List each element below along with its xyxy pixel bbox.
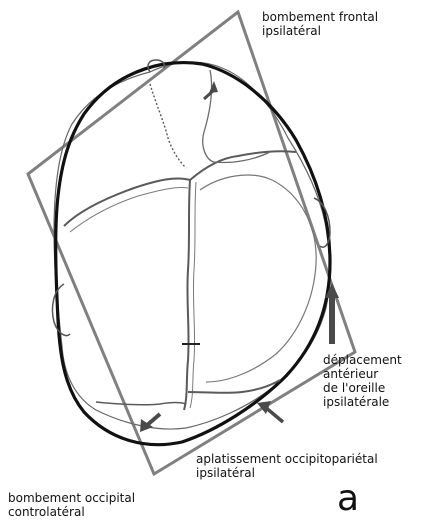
coronal-suture [64, 151, 296, 226]
sagittal-suture-inner [190, 182, 196, 408]
frontal-bulge-label: bombement frontal ipsilatéral [262, 10, 378, 38]
right-plate-edge [200, 175, 316, 382]
metopic-suture [150, 84, 186, 168]
ear-displacement-label: déplacement antérieur de l'oreille ipsil… [323, 353, 402, 409]
panel-letter: a [337, 479, 359, 519]
sagittal-suture [184, 180, 190, 410]
left-ear-sketch [52, 284, 70, 336]
occipital-bulge-arrow [140, 414, 160, 432]
coronal-suture-inner [70, 187, 188, 232]
lambdoid-suture [188, 380, 280, 393]
occipital-bulge-label: bombement occipital controlatéral [8, 491, 135, 519]
occipitoparietal-flattening-label: aplatissement occipitopariétal ipsilatér… [196, 452, 378, 480]
lower-suture [96, 402, 186, 405]
